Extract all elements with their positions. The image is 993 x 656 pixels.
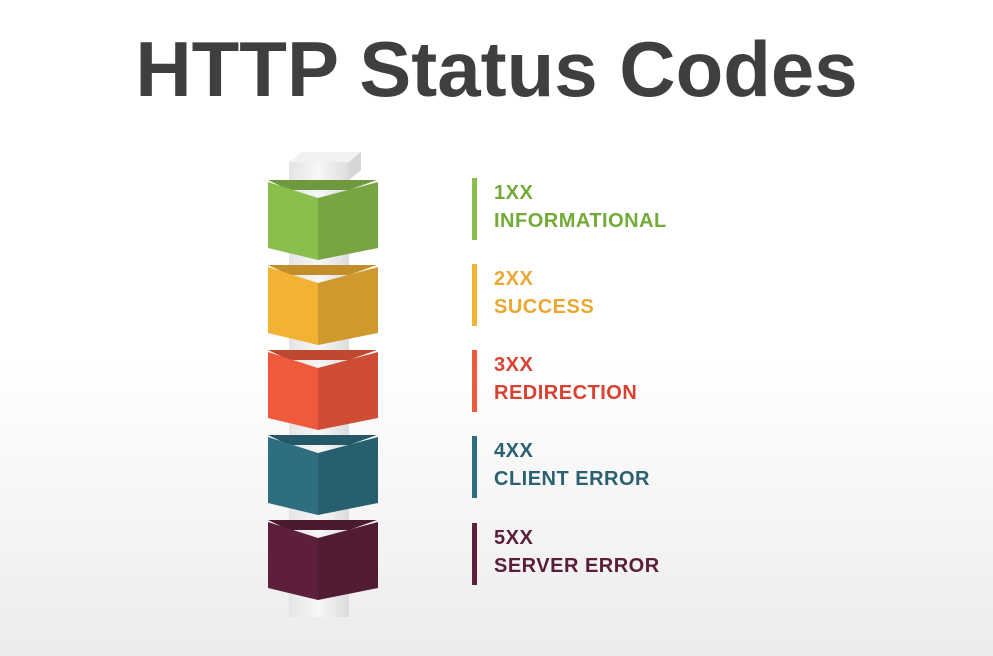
- block-5xx-right-face: [318, 522, 378, 600]
- legend-bar: [472, 436, 477, 498]
- status-code: 4XX: [494, 440, 534, 462]
- status-label: INFORMATIONAL: [494, 210, 667, 232]
- legend-bar: [472, 178, 477, 240]
- block-4xx-left-face: [268, 437, 318, 515]
- block-3xx-top-flap: [268, 350, 377, 360]
- status-code: 3XX: [494, 354, 534, 376]
- tower-pole-top: [289, 152, 361, 162]
- legend-bar: [472, 264, 477, 326]
- status-label: CLIENT ERROR: [494, 468, 650, 490]
- block-3xx-left-face: [268, 352, 318, 430]
- page-title: HTTP Status Codes: [135, 25, 858, 113]
- status-code: 1XX: [494, 182, 534, 204]
- block-4xx-right-face: [318, 437, 378, 515]
- status-label: REDIRECTION: [494, 382, 638, 404]
- block-5xx-top-flap: [268, 520, 377, 530]
- block-3xx-right-face: [318, 352, 378, 430]
- block-5xx-left-face: [268, 522, 318, 600]
- status-code: 5XX: [494, 527, 534, 549]
- status-code: 2XX: [494, 268, 534, 290]
- block-4xx-top-flap: [268, 435, 377, 445]
- tower-pole-side: [349, 152, 361, 180]
- block-2xx-top-flap: [268, 265, 377, 275]
- block-2xx-right-face: [318, 267, 378, 345]
- block-1xx-right-face: [318, 182, 378, 260]
- block-1xx-left-face: [268, 182, 318, 260]
- legend-bar: [472, 523, 477, 585]
- block-1xx-top-flap: [268, 180, 377, 190]
- block-2xx-left-face: [268, 267, 318, 345]
- legend-bar: [472, 350, 477, 412]
- status-label: SUCCESS: [494, 296, 595, 318]
- status-label: SERVER ERROR: [494, 555, 660, 577]
